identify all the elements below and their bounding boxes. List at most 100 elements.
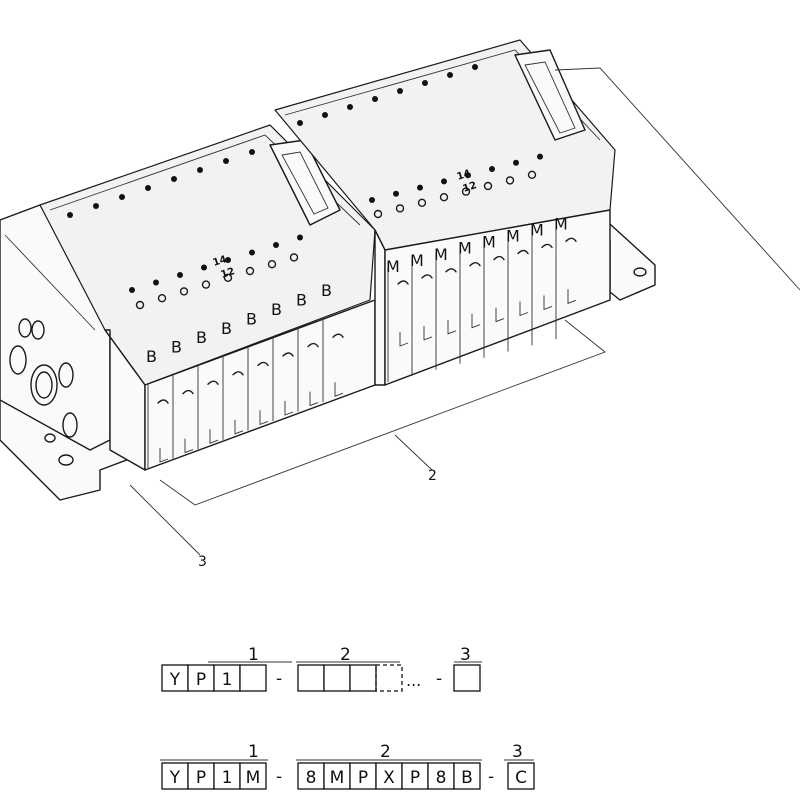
left-block-letter: B [321, 281, 332, 300]
led-dot [297, 120, 303, 126]
valve-foot [334, 382, 344, 397]
port-ring [289, 253, 299, 262]
led-dot [67, 212, 73, 218]
led-dot [422, 80, 428, 86]
example-middle-char: P [410, 768, 420, 788]
led-dot [397, 88, 403, 94]
template-prefix-box [187, 664, 215, 692]
callout-2-label: 2 [428, 468, 437, 484]
valve-foot [259, 410, 269, 426]
valve-foot [284, 401, 294, 416]
led-dot [93, 203, 99, 209]
led-dot [472, 64, 478, 70]
example-prefix-char: P [196, 768, 206, 788]
example-middle-char: M [330, 768, 345, 788]
template-prefix-box [239, 664, 267, 692]
template-prefix-box [213, 664, 241, 692]
led-dot [171, 176, 177, 182]
example-middle-char: 8 [436, 768, 447, 788]
led-dot [347, 104, 353, 110]
left-block-letter: B [146, 347, 157, 366]
port-ring [395, 204, 405, 213]
valve-clip [445, 268, 457, 273]
led-dot [119, 194, 125, 200]
valve-clip [493, 255, 505, 261]
valve-clip [207, 380, 219, 385]
valve-foot [495, 307, 505, 323]
template-group-2-number: 2 [340, 645, 351, 665]
template-separator-2: - [436, 669, 442, 689]
port-ring [461, 187, 471, 196]
right-block-letter: M [554, 214, 568, 233]
port-label-left-14: 14 [212, 254, 229, 269]
left-block-letter: B [196, 328, 207, 347]
valve-clip [232, 371, 244, 376]
callout-2-leader [159, 67, 800, 506]
left-valve-block [39, 124, 376, 471]
led-dot [513, 159, 519, 166]
example-prefix-box [161, 762, 189, 790]
template-prefix-char: Y [169, 670, 181, 690]
led-dot [225, 257, 231, 263]
port-ring [373, 209, 383, 219]
template-prefix-char: P [196, 670, 206, 690]
example-middle-char: B [461, 768, 473, 788]
led-dot [297, 234, 303, 241]
left-block-letter: B [221, 319, 232, 338]
port-ring [267, 260, 277, 269]
left-block-letter: B [271, 300, 282, 319]
example-suffix-char: C [515, 768, 527, 788]
port-ring [157, 294, 167, 303]
valve-foot [399, 332, 409, 347]
port-label-right-14: 14 [456, 168, 473, 183]
example-middle-box [401, 762, 429, 790]
port-ring [179, 287, 189, 296]
led-dot [537, 153, 543, 160]
template-middle-box [297, 664, 325, 692]
port-ring [245, 266, 255, 276]
led-dot [197, 167, 203, 173]
valve-clip [421, 274, 433, 279]
valve-clip [282, 352, 294, 357]
template-middle-box [349, 664, 377, 692]
valve-foot [184, 438, 194, 454]
callout-3-leader [129, 484, 201, 556]
template-separator-1: - [276, 669, 282, 689]
led-dot [249, 149, 255, 155]
led-dot [177, 272, 183, 278]
port-ring [135, 300, 145, 310]
left-block-letter: B [296, 291, 307, 310]
example-suffix-box [507, 762, 535, 790]
example-separator-1: - [276, 767, 282, 787]
template-optional-box [375, 664, 403, 692]
port-ring [527, 170, 537, 180]
led-dot [465, 172, 471, 179]
valve-clip [257, 361, 269, 367]
port-label-right-12: 12 [462, 180, 479, 195]
led-dot [417, 184, 423, 191]
valve-clip [307, 342, 319, 348]
valve-clip [565, 237, 577, 242]
led-dot [223, 158, 229, 164]
led-dot [393, 190, 399, 197]
right-block-letter: M [458, 239, 472, 258]
valve-foot [423, 325, 433, 341]
port-ring [417, 198, 427, 208]
valve-clip [182, 389, 194, 395]
example-group-1-number: 1 [248, 742, 259, 762]
led-dot [129, 287, 135, 293]
example-middle-char: X [383, 768, 395, 788]
left-block-letter: B [171, 338, 182, 357]
example-middle-char: 8 [306, 768, 317, 788]
callout-3-label: 3 [198, 554, 207, 570]
valve-clip [157, 399, 169, 404]
template-prefix-char: 1 [222, 670, 233, 690]
right-block-letter: M [386, 257, 400, 276]
led-dot [489, 166, 495, 172]
